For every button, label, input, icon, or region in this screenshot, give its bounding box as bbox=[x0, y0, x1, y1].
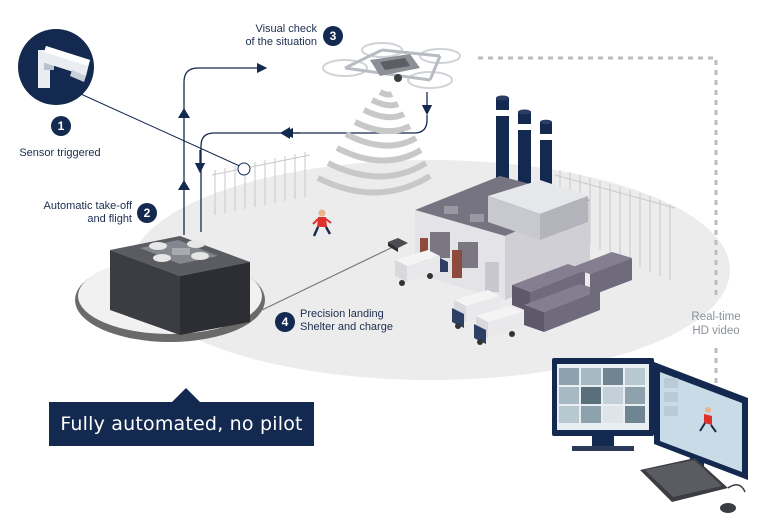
mouse-icon bbox=[720, 484, 746, 513]
truck-icon bbox=[452, 290, 500, 329]
drone-shelter-icon bbox=[110, 236, 250, 335]
step-4-badge: 4 bbox=[275, 312, 295, 332]
flight-path bbox=[183, 62, 433, 235]
truck-icon bbox=[474, 306, 522, 345]
return-arrow bbox=[280, 127, 290, 139]
monitor-icon bbox=[552, 358, 654, 451]
video-link-line bbox=[478, 56, 718, 385]
video-label-line-1: Real-time bbox=[691, 311, 741, 323]
video-label: Real-time HD video bbox=[680, 310, 752, 338]
video-label-line-2: HD video bbox=[692, 325, 740, 337]
sensor-point bbox=[237, 162, 251, 176]
keyboard-icon bbox=[640, 458, 728, 502]
step-2-label: Automatic take-off and flight bbox=[10, 200, 132, 226]
step-1-badge: 1 bbox=[51, 116, 71, 136]
step-2-line-1: Automatic take-off bbox=[43, 200, 132, 212]
person-icon bbox=[312, 209, 332, 237]
monitor-icon bbox=[654, 362, 748, 480]
camera-beam bbox=[316, 89, 432, 196]
drone-icon bbox=[322, 42, 461, 89]
step-2-badge: 2 bbox=[137, 203, 157, 223]
step-3-line-2: of the situation bbox=[245, 36, 317, 48]
landed-drone-icon bbox=[388, 238, 408, 252]
step-2-line-2: and flight bbox=[87, 213, 132, 225]
takeoff-arrow bbox=[178, 180, 190, 190]
factory-icon bbox=[415, 95, 632, 332]
step-3-label: Visual check of the situation bbox=[205, 23, 317, 49]
step-4-line-1: Precision landing bbox=[300, 308, 384, 320]
banner-pointer bbox=[172, 388, 200, 402]
automation-banner: Fully automated, no pilot bbox=[49, 402, 314, 446]
truck-icon bbox=[395, 250, 448, 286]
landing-path-line bbox=[261, 245, 396, 311]
step-4-line-2: Shelter and charge bbox=[300, 321, 393, 333]
step-4-label: Precision landing Shelter and charge bbox=[300, 308, 420, 334]
step-1-label: Sensor triggered bbox=[19, 147, 101, 159]
sensor-signal-line bbox=[71, 89, 245, 169]
step-3-badge: 3 bbox=[323, 26, 343, 46]
security-camera-icon bbox=[18, 29, 94, 105]
step-3-line-1: Visual check bbox=[255, 23, 317, 35]
takeoff-arrow bbox=[178, 108, 190, 118]
